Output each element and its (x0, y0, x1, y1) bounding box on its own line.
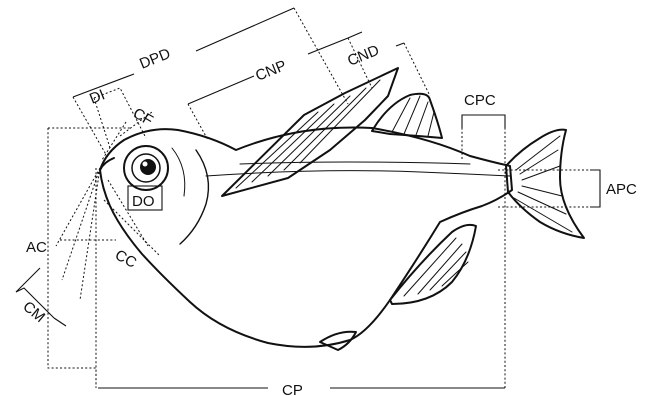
label-apc: APC (606, 181, 637, 198)
eye (124, 146, 168, 190)
apc-bracket (590, 170, 600, 207)
label-cp: CP (282, 382, 303, 396)
label-dpd: DPD (137, 45, 173, 73)
pelvic-fin (320, 332, 356, 350)
label-cm: CM (19, 298, 48, 326)
label-do: DO (132, 193, 155, 210)
caudal-fin (506, 130, 584, 238)
anal-fin (390, 225, 476, 304)
cpc-bracket (462, 115, 505, 128)
label-cnd: CND (345, 42, 382, 70)
cp-bracket (48, 128, 96, 388)
label-cnp: CNP (253, 57, 289, 85)
label-cc: CC (112, 247, 139, 272)
label-di: DI (87, 86, 107, 107)
ac-line (56, 168, 100, 246)
fish-illustration (100, 68, 584, 350)
cnd-line (348, 32, 362, 38)
cnp-line (188, 76, 254, 104)
operculum (180, 150, 208, 244)
label-cpc: CPC (464, 92, 496, 109)
label-ac: AC (26, 239, 47, 256)
